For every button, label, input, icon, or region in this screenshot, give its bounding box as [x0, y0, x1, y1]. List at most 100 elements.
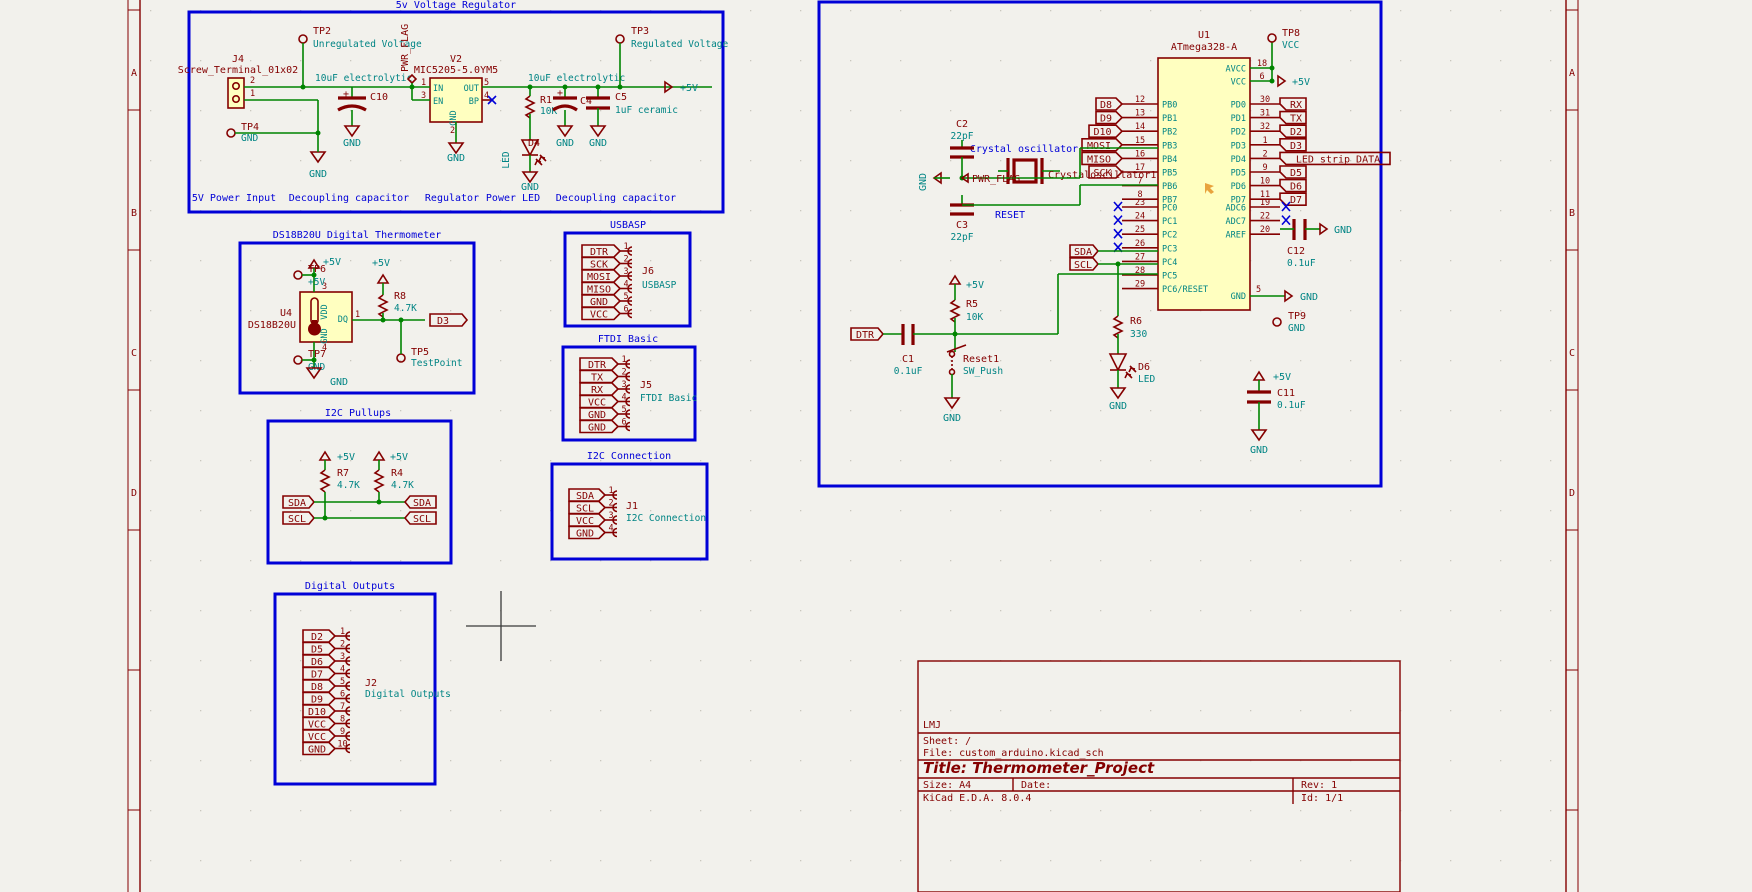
- testpoint-tp4[interactable]: TP4 GND GND: [226, 122, 327, 180]
- component-c5[interactable]: C5 1uF ceramic GND: [586, 84, 678, 150]
- gnd-d4: GND: [521, 182, 539, 193]
- therm-gnd-rail[interactable]: TP7 GND GND: [293, 342, 348, 388]
- component-c11[interactable]: +5V C11 0.1uF GND: [1247, 370, 1306, 456]
- group-voltage-regulator[interactable]: 5v Voltage Regulator J4 Screw_Terminal_0…: [178, 0, 729, 214]
- component-u4[interactable]: U4 DS18B20U VDD 3 GND 4 DQ 1: [248, 282, 425, 353]
- circuit-reset[interactable]: DTR C1 0.1uF R5 10K +5V Reset1 S: [850, 273, 1158, 424]
- group-i2c-pullups[interactable]: I2C Pullups +5V R7 4.7K +5V R4 4.7K SDA: [266, 408, 453, 565]
- net-sda-pullups[interactable]: SDA SDA: [282, 495, 437, 509]
- testpoint-tp9[interactable]: TP9 GND: [1272, 311, 1306, 334]
- mcu-vcc-rail[interactable]: TP8 VCC +5V: [1250, 28, 1310, 88]
- title-block[interactable]: LMJ Sheet: / File: custom_arduino.kicad_…: [917, 660, 1401, 892]
- group-thermometer[interactable]: DS18B20U Digital Thermometer U4 DS18B20U…: [238, 230, 476, 395]
- testpoint-tp3[interactable]: TP3 Regulated Voltage: [615, 26, 729, 90]
- circuit-crystal-oscillator[interactable]: Crystal oscillator C2 22pF Crystaloscill…: [918, 119, 1158, 243]
- u1-name-8: PB7: [1162, 196, 1177, 206]
- u1-num-31: 31: [1260, 109, 1270, 119]
- c2-ref: C2: [956, 119, 968, 130]
- component-c12[interactable]: C12 0.1uF GND: [1280, 219, 1352, 269]
- component-r4[interactable]: +5V R4 4.7K: [372, 450, 414, 505]
- mcu-i2c-nets[interactable]: SDA SCL: [1069, 244, 1158, 316]
- component-c10[interactable]: + 10uF electrolytic C10 GND: [303, 73, 412, 149]
- circuit-led-indicator[interactable]: R6 330 D6 LED GND: [1108, 315, 1155, 412]
- component-r8[interactable]: +5V R8 4.7K: [372, 258, 417, 323]
- net-label-d3[interactable]: D3: [429, 313, 469, 327]
- component-j4[interactable]: J4 Screw_Terminal_01x02 2 1: [178, 54, 319, 135]
- therm-power-rail[interactable]: +5V TP6 +5V: [293, 257, 341, 292]
- j5-label-5: GND: [588, 410, 606, 421]
- r8-ref: R8: [394, 291, 406, 302]
- net-plus5v-vreg-out[interactable]: +5V: [664, 80, 698, 94]
- component-v2-regulator[interactable]: V2 MIC5205-5.0YM5 1 IN 3 EN 5 OUT 4 BP G…: [411, 54, 500, 164]
- component-r7[interactable]: +5V R7 4.7K: [318, 450, 360, 521]
- testpoint-tp5[interactable]: TP5 TestPoint: [396, 317, 462, 370]
- component-r1-d4[interactable]: R1 10K LED D4 GND: [500, 84, 712, 194]
- u1-netlabel-11: D7: [1290, 195, 1302, 206]
- net-scl-pullups[interactable]: SCL SCL: [282, 511, 437, 525]
- component-c4[interactable]: 10uF electrolytic + C4 GND: [528, 73, 625, 149]
- group-microcontroller[interactable]: U1 ATmega328-A 12PB0D813PB1D914PB2D1015P…: [817, 0, 1391, 488]
